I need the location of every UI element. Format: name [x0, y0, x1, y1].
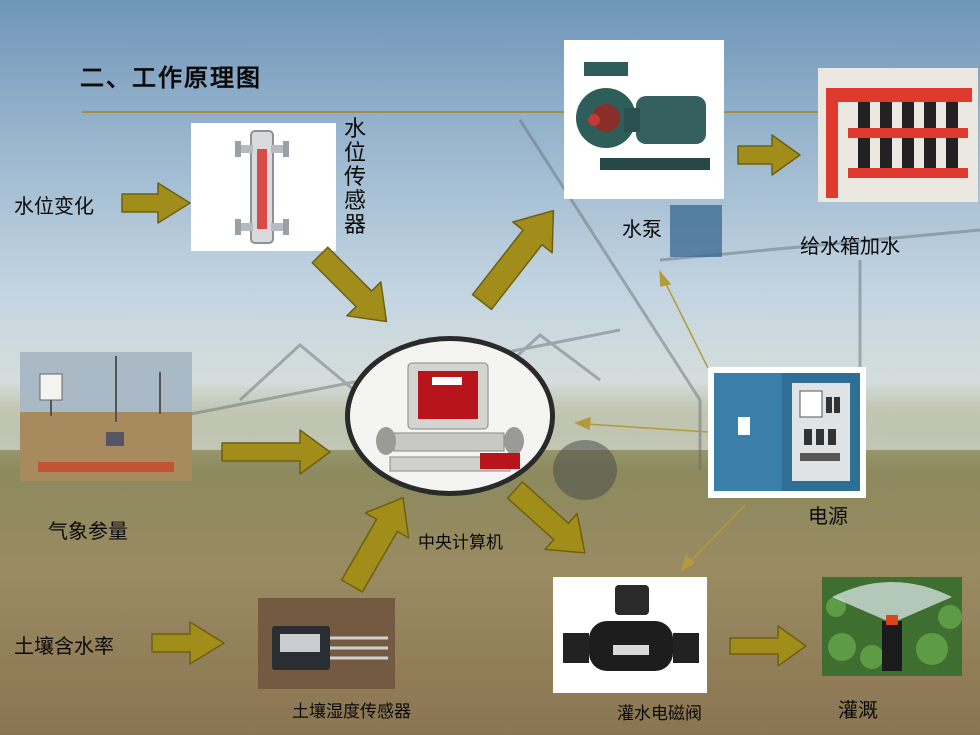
pump-label: 水泵 — [622, 217, 662, 241]
pump-photo — [564, 40, 724, 199]
weather-label: 气象参量 — [48, 519, 128, 543]
arrow-computer-to-pump — [471, 209, 555, 311]
soil-sensor-photo — [258, 598, 395, 689]
power-box-photo — [708, 367, 866, 498]
tank-manifold-photo — [818, 68, 978, 202]
arrow-moisture-to-soil-sensor — [151, 621, 225, 665]
arrow-sensor-to-computer — [311, 246, 388, 323]
sprinkler-photo — [822, 577, 962, 676]
solenoid-valve-label: 灌水电磁阀 — [617, 704, 702, 724]
power-line-to-pump — [664, 281, 709, 369]
tank-fill-label: 给水箱加水 — [800, 234, 900, 258]
soil-sensor-label: 土壤湿度传感器 — [292, 702, 411, 722]
arrow-pump-to-tank — [737, 134, 801, 176]
arrow-soil-to-computer — [340, 496, 410, 593]
central-computer-label: 中央计算机 — [418, 533, 503, 553]
irrigation-label: 灌溉 — [838, 698, 878, 722]
central-computer-photo — [345, 336, 555, 496]
page-title: 二、工作原理图 — [80, 64, 262, 92]
solenoid-valve-photo — [553, 577, 707, 693]
pivot-panel — [670, 205, 722, 257]
power-line-to-valve — [689, 504, 746, 563]
power-label: 电源 — [808, 504, 848, 528]
power-line-to-computer — [585, 423, 709, 433]
sensor-tube-icon — [257, 149, 267, 229]
weather-station-photo — [20, 352, 192, 481]
soil-moisture-label: 土壤含水率 — [14, 634, 114, 658]
arrow-weather-to-computer — [221, 429, 331, 475]
arrow-computer-to-valve — [506, 481, 586, 554]
water-level-change-label: 水位变化 — [14, 194, 94, 218]
wheel — [553, 440, 617, 500]
arrow-level-to-sensor — [121, 182, 191, 224]
water-level-sensor-label: 水位传感器 — [344, 117, 367, 238]
arrow-valve-to-irrigation — [729, 625, 807, 667]
water-level-sensor-photo — [191, 123, 336, 251]
title-underline — [82, 111, 962, 113]
